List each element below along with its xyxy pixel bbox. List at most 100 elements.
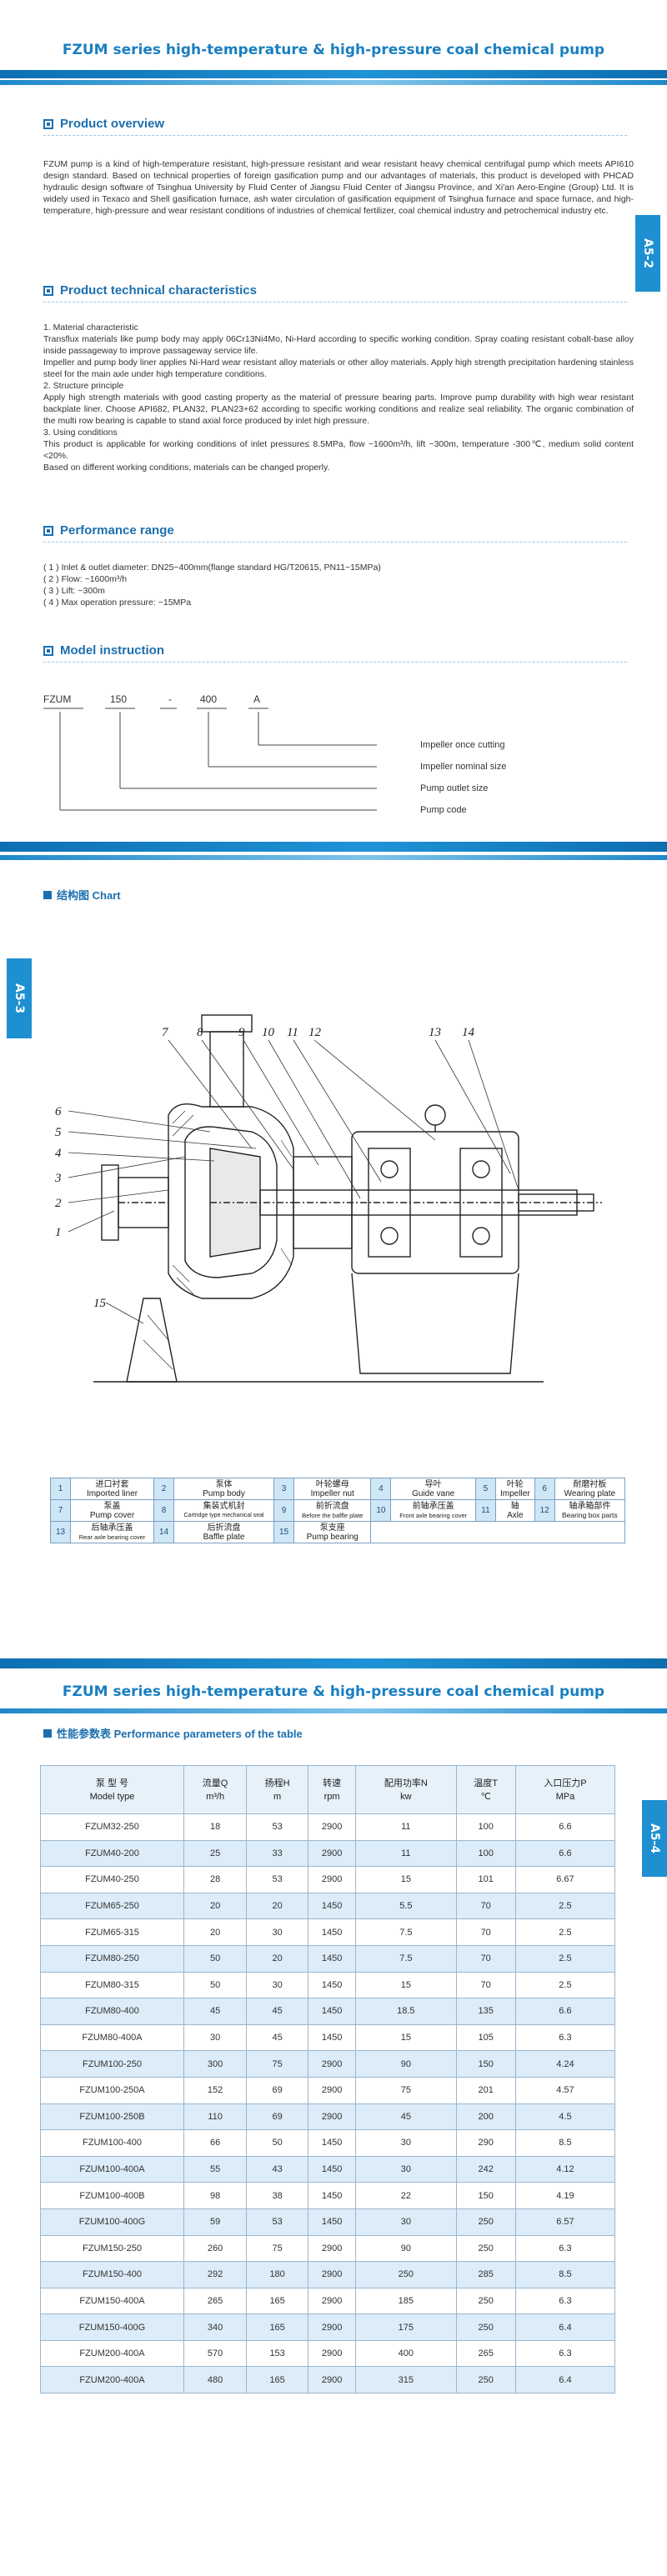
value-cell: 100	[455, 1813, 516, 1841]
callout: 8	[197, 1026, 203, 1039]
title-bar-thin	[0, 80, 667, 85]
section-icon	[43, 645, 53, 656]
value-cell: 165	[246, 2313, 309, 2341]
value-cell: 45	[183, 1998, 248, 2025]
model-code-lines	[43, 708, 377, 811]
value-cell: 5.5	[355, 1892, 457, 1920]
value-cell: 55	[183, 2155, 248, 2183]
value-cell: 18	[183, 1813, 248, 1841]
value-cell: 7.5	[355, 1918, 457, 1946]
value-cell: 70	[455, 1971, 516, 1999]
divider	[43, 302, 627, 303]
side-tab-a5-4: A5-4	[642, 1800, 667, 1877]
part-number: 15	[273, 1521, 295, 1543]
value-cell: 1450	[308, 1892, 357, 1920]
side-tab-a5-3: A5-3	[7, 958, 32, 1038]
model-cell: FZUM32-250	[40, 1813, 184, 1841]
page-title: FZUM series high-temperature & high-pres…	[62, 42, 605, 58]
model-cell: FZUM200-400A	[40, 2339, 184, 2368]
value-cell: 59	[183, 2208, 248, 2236]
value-cell: 480	[183, 2366, 248, 2394]
value-cell: 7.5	[355, 1944, 457, 1973]
value-cell: 185	[355, 2287, 457, 2315]
value-cell: 6.6	[514, 1998, 616, 2025]
part-number: 2	[153, 1478, 175, 1500]
model-cell: FZUM150-400	[40, 2261, 184, 2288]
value-cell: 6.3	[514, 2339, 616, 2368]
value-cell: 90	[355, 2050, 457, 2078]
table-heading-text: 性能参数表 Performance parameters of the tabl…	[57, 1728, 303, 1740]
value-cell: 70	[455, 1892, 516, 1920]
callout: 6	[55, 1105, 62, 1118]
value-cell: 200	[455, 2103, 516, 2131]
title-bar	[0, 1658, 667, 1668]
value-cell: 2900	[308, 2234, 357, 2263]
callout: 13	[429, 1026, 441, 1039]
value-cell: 8.5	[514, 2261, 616, 2288]
value-cell: 1450	[308, 2023, 357, 2052]
value-cell: 2900	[308, 2339, 357, 2368]
page-title-2: FZUM series high-temperature & high-pres…	[62, 1683, 605, 1700]
value-cell: 20	[246, 1892, 309, 1920]
model-cell: FZUM65-250	[40, 1892, 184, 1920]
value-cell: 1450	[308, 2208, 357, 2236]
value-cell: 75	[355, 2076, 457, 2104]
value-cell: 2900	[308, 1839, 357, 1868]
callout: 3	[54, 1172, 62, 1185]
overview-heading-text: Product overview	[60, 117, 165, 131]
value-cell: 22	[355, 2182, 457, 2209]
part-number: 8	[153, 1499, 175, 1522]
title-bar	[0, 842, 667, 852]
value-cell: 8.5	[514, 2129, 616, 2157]
part-number: 6	[534, 1478, 555, 1500]
section-icon	[43, 1728, 52, 1738]
value-cell: 300	[183, 2050, 248, 2078]
callout: 10	[262, 1026, 275, 1039]
value-cell: 6.67	[514, 1866, 616, 1893]
performance-range-heading-text: Performance range	[60, 523, 174, 538]
value-cell: 6.4	[514, 2366, 616, 2394]
part-number: 12	[534, 1499, 555, 1522]
value-cell: 53	[246, 1813, 309, 1841]
performance-range-heading: Performance range	[43, 523, 174, 538]
model-cell: FZUM100-250	[40, 2050, 184, 2078]
value-cell: 15	[355, 1866, 457, 1893]
value-cell: 4.24	[514, 2050, 616, 2078]
value-cell: 98	[183, 2182, 248, 2209]
technical-text: 1. Material characteristic Transflux mat…	[43, 323, 634, 473]
value-cell: 150	[455, 2050, 516, 2078]
model-cell: FZUM65-315	[40, 1918, 184, 1946]
value-cell: 260	[183, 2234, 248, 2263]
code-part-pump: FZUM	[43, 693, 72, 705]
divider	[43, 542, 627, 543]
model-cell: FZUM150-400A	[40, 2287, 184, 2315]
callout: 5	[55, 1126, 62, 1139]
value-cell: 2900	[308, 1866, 357, 1893]
model-cell: FZUM150-250	[40, 2234, 184, 2263]
value-cell: 30	[355, 2129, 457, 2157]
value-cell: 340	[183, 2313, 248, 2341]
value-cell: 1450	[308, 1944, 357, 1973]
value-cell: 4.57	[514, 2076, 616, 2104]
value-cell: 30	[183, 2023, 248, 2052]
value-cell: 15	[355, 2023, 457, 2052]
part-number: 11	[474, 1499, 496, 1522]
technical-heading-text: Product technical characteristics	[60, 283, 257, 298]
performance-range-list: ( 1 ) Inlet & outlet diameter: DN25~400m…	[43, 562, 381, 608]
